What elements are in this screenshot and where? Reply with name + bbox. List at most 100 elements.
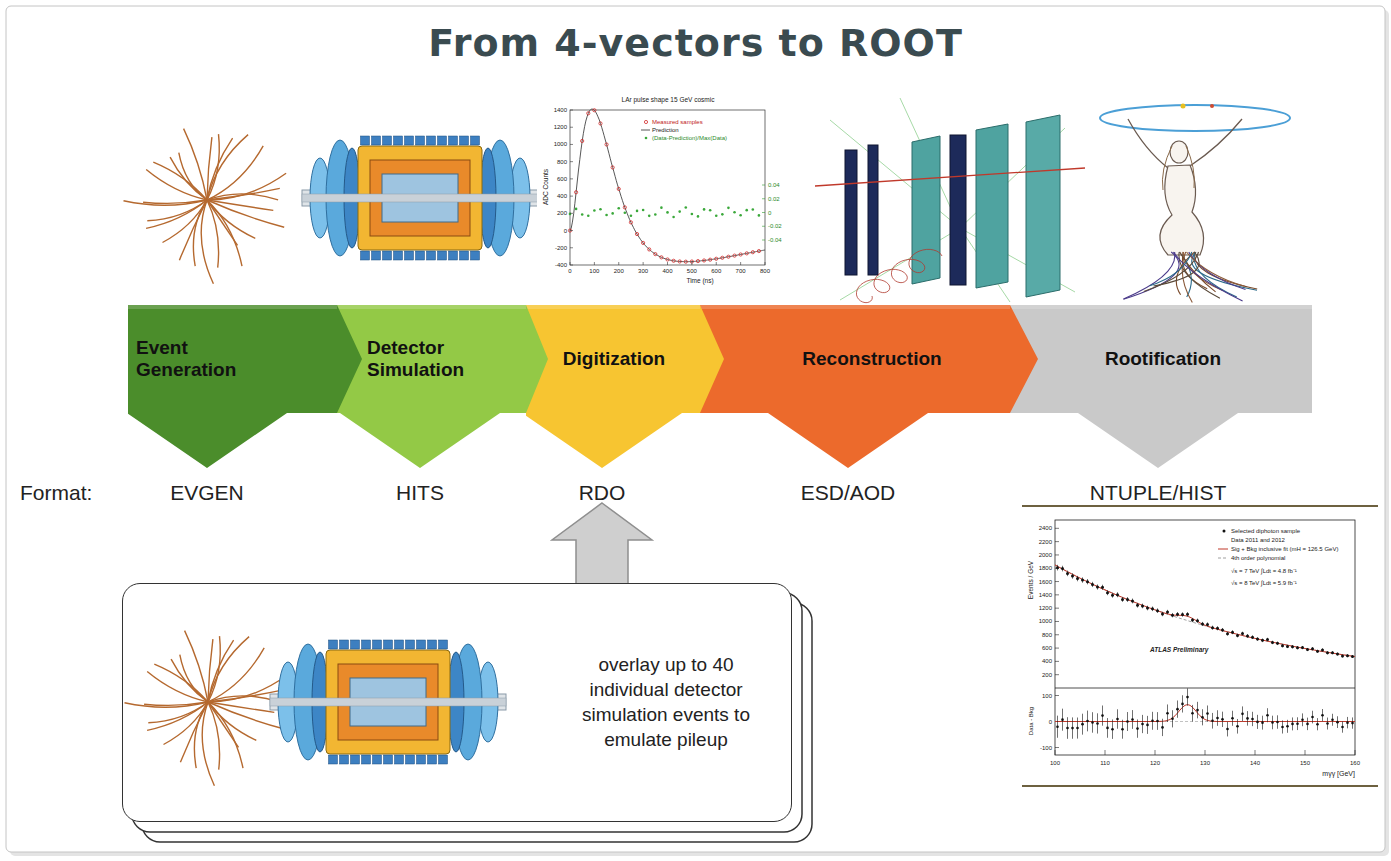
frame <box>6 6 1385 852</box>
plot-text: 800 <box>557 159 567 165</box>
data-point <box>1086 720 1089 723</box>
tick <box>570 161 573 162</box>
data-point <box>1346 721 1349 724</box>
data-point <box>1091 721 1094 724</box>
diphoton-plot <box>1020 500 1380 792</box>
measured-point <box>654 252 657 255</box>
data-point <box>1156 609 1159 612</box>
error-bar <box>1077 718 1078 739</box>
plot-frame <box>1055 520 1355 755</box>
track-line <box>815 168 1085 186</box>
arrow-fill <box>1010 305 1312 468</box>
error-bar <box>1282 644 1283 647</box>
root-line <box>1173 252 1242 301</box>
track-line <box>208 702 243 768</box>
error-bar <box>1272 716 1273 730</box>
measured-point <box>660 256 663 259</box>
data-point <box>1316 723 1319 726</box>
data-point <box>1201 622 1204 625</box>
error-bar <box>1147 716 1148 734</box>
error-bar <box>1222 712 1223 727</box>
plot-text: 100 <box>1042 693 1052 699</box>
data-point <box>1286 725 1289 728</box>
plot-text: 200 <box>614 268 624 274</box>
muon-chamber <box>361 251 370 260</box>
error-bar <box>1257 637 1258 641</box>
error-bar <box>1282 720 1283 733</box>
error-bar <box>1292 645 1293 648</box>
data-point <box>1236 725 1239 728</box>
tracking-plane <box>868 145 878 275</box>
data-point <box>1316 650 1319 653</box>
muon-chamber <box>329 755 338 764</box>
format-label: ESD/AOD <box>801 482 896 503</box>
tick <box>1305 750 1306 755</box>
muon-chamber <box>471 136 480 145</box>
residual-point <box>569 213 572 216</box>
error-bar <box>1332 651 1333 654</box>
data-point <box>1296 646 1299 649</box>
data-point <box>1291 723 1294 726</box>
measured-point <box>599 122 602 125</box>
tick <box>1055 695 1059 696</box>
plot-text: 1800 <box>1039 565 1052 571</box>
error-bar <box>1197 702 1198 719</box>
error-bar <box>1142 604 1143 609</box>
format-label: EVGEN <box>170 482 244 503</box>
error-bar <box>1072 573 1073 578</box>
data-point <box>1311 716 1314 719</box>
error-bar <box>1187 612 1188 616</box>
plot-text: 600 <box>557 176 567 182</box>
muon-chamber <box>383 136 392 145</box>
error-bar <box>1317 650 1318 653</box>
root-line <box>1182 252 1192 303</box>
background-fit <box>1055 565 1355 657</box>
error-bar <box>1227 632 1228 636</box>
data-point <box>1066 572 1069 575</box>
tick <box>570 213 573 214</box>
error-bar <box>1302 713 1303 726</box>
track-line <box>207 173 286 200</box>
muon-chamber <box>417 755 426 764</box>
data-point <box>1251 718 1254 721</box>
data-point <box>1246 717 1249 720</box>
measured-point <box>642 241 645 244</box>
detector-picture <box>302 136 538 260</box>
error-bar <box>1112 593 1113 598</box>
plot-text: mγγ [GeV] <box>1322 770 1355 777</box>
track-line <box>202 702 214 786</box>
muon-chamber <box>395 755 404 764</box>
plot-text: 1600 <box>1039 579 1052 585</box>
residual-point <box>703 208 706 211</box>
error-bar <box>1322 709 1323 721</box>
residual-point <box>587 214 590 217</box>
data-point <box>1326 722 1329 725</box>
prediction-line <box>570 109 765 262</box>
data-point <box>1076 727 1079 730</box>
error-bar <box>1207 622 1208 626</box>
tick <box>570 262 571 265</box>
residual-point <box>684 206 687 209</box>
muon-chamber <box>471 251 480 260</box>
plot-text: 0 <box>1049 719 1052 725</box>
root-line <box>1180 252 1216 292</box>
measured-point <box>709 258 712 261</box>
track-line <box>207 200 273 210</box>
error-bar <box>1327 718 1328 730</box>
error-bar <box>1097 713 1098 733</box>
data-point <box>1106 727 1109 730</box>
measured-point <box>739 253 742 256</box>
plot-text: Sig + Bkg inclusive fit (mH = 126.5 GeV) <box>1231 546 1338 552</box>
plot-text: 2400 <box>1039 525 1052 531</box>
muon-chamber <box>351 755 360 764</box>
data-point <box>1106 591 1109 594</box>
arrow-shape <box>337 305 548 468</box>
plot-text: 1000 <box>1039 618 1052 624</box>
tracking-plane <box>912 136 940 284</box>
error-bar <box>1297 717 1298 730</box>
residual-point <box>624 211 627 214</box>
track-line <box>208 648 264 702</box>
tick <box>618 262 619 265</box>
data-point <box>1266 714 1269 717</box>
plot-text: Data - Bkg <box>1028 707 1034 735</box>
